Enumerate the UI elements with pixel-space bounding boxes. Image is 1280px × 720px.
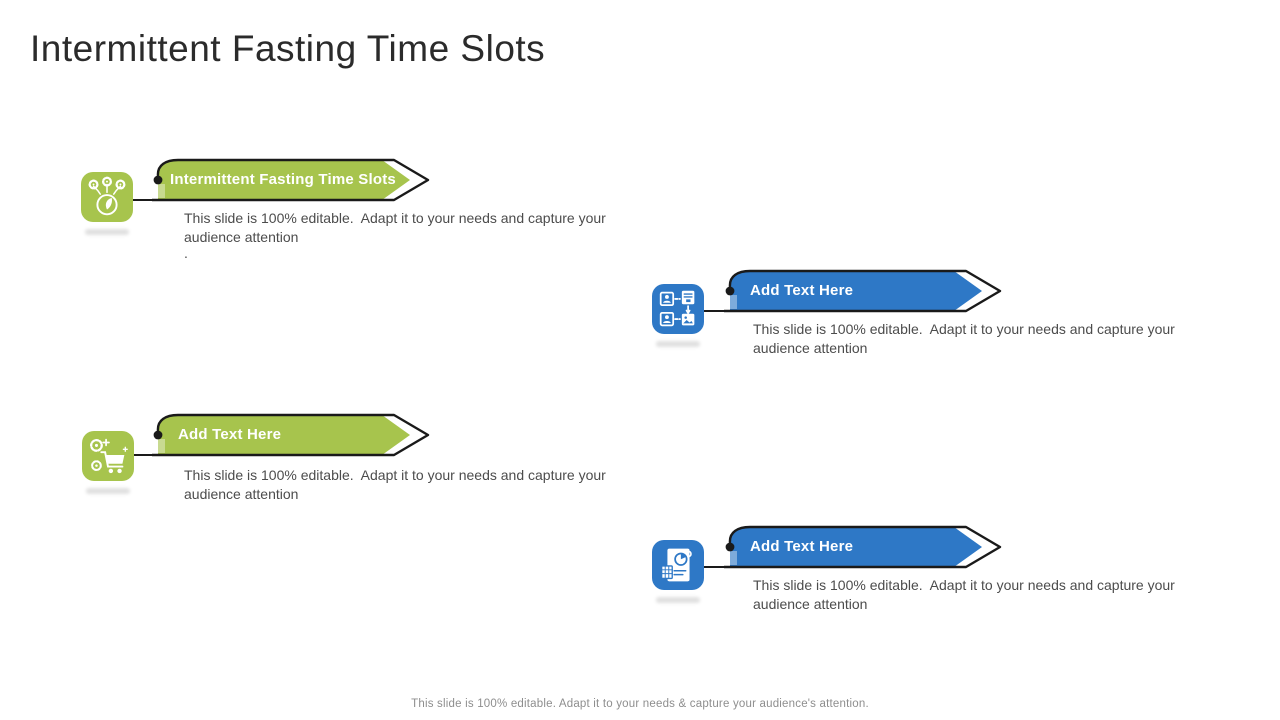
- banner-label[interactable]: Add Text Here: [178, 426, 282, 443]
- banner-label[interactable]: Add Text Here: [750, 538, 854, 555]
- connector-line: [702, 310, 726, 313]
- icon-shadow: [656, 341, 700, 347]
- bullet-dot: [725, 542, 735, 552]
- bullet-dot: [153, 175, 163, 185]
- body-text-suffix: .: [184, 245, 188, 261]
- connector-line: [132, 454, 154, 457]
- banner-label[interactable]: Intermittent Fasting Time Slots: [170, 171, 396, 188]
- body-text[interactable]: This slide is 100% editable. Adapt it to…: [753, 321, 1179, 356]
- lab-flask-gears-icon[interactable]: [81, 172, 133, 222]
- cart-gears-icon[interactable]: [82, 431, 134, 481]
- icon-shadow: [86, 488, 130, 494]
- bullet-dot: [725, 286, 735, 296]
- body-text[interactable]: This slide is 100% editable. Adapt it to…: [184, 210, 610, 245]
- process-flow-icon[interactable]: [652, 284, 704, 334]
- connector-line: [131, 199, 155, 202]
- callout-2: Add Text Here This slide is 100% editabl…: [652, 269, 1212, 379]
- banner-arrow[interactable]: Add Text Here: [150, 413, 430, 457]
- banner-arrow[interactable]: Add Text Here: [722, 525, 1002, 569]
- banner-arrow[interactable]: Add Text Here: [722, 269, 1002, 313]
- icon-shadow: [656, 597, 700, 603]
- bullet-dot: [153, 430, 163, 440]
- callout-4: Add Text Here This slide is 100% editabl…: [652, 525, 1212, 635]
- callout-3: Add Text Here This slide is 100% editabl…: [82, 413, 642, 523]
- banner-label[interactable]: Add Text Here: [750, 282, 854, 299]
- icon-shadow: [85, 229, 129, 235]
- callout-1: Intermittent Fasting Time Slots This sli…: [81, 158, 641, 268]
- connector-line: [702, 566, 726, 569]
- body-text[interactable]: This slide is 100% editable. Adapt it to…: [184, 467, 610, 502]
- banner-arrow[interactable]: Intermittent Fasting Time Slots: [150, 158, 430, 202]
- slide-title: Intermittent Fasting Time Slots: [30, 28, 546, 69]
- report-chart-icon[interactable]: [652, 540, 704, 590]
- footer-note: This slide is 100% editable. Adapt it to…: [411, 698, 869, 710]
- body-text[interactable]: This slide is 100% editable. Adapt it to…: [753, 577, 1179, 612]
